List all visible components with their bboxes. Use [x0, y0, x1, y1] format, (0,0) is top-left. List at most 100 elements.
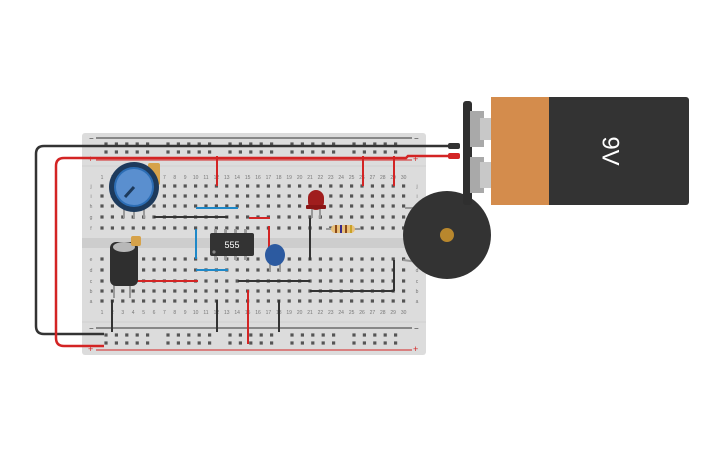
breadboard-hole[interactable]: [131, 226, 135, 230]
breadboard-hole[interactable]: [100, 204, 104, 208]
breadboard-hole[interactable]: [266, 268, 270, 272]
breadboard-hole[interactable]: [246, 257, 250, 261]
breadboard-hole[interactable]: [339, 215, 343, 219]
breadboard-hole[interactable]: [173, 226, 177, 230]
breadboard-hole[interactable]: [339, 204, 343, 208]
breadboard-hole[interactable]: [339, 279, 343, 283]
breadboard-hole[interactable]: [329, 184, 333, 188]
breadboard-hole[interactable]: [360, 299, 364, 303]
breadboard-hole[interactable]: [373, 341, 377, 345]
breadboard-hole[interactable]: [391, 204, 395, 208]
breadboard-hole[interactable]: [362, 333, 366, 337]
breadboard-hole[interactable]: [166, 142, 170, 146]
breadboard-hole[interactable]: [194, 204, 198, 208]
breadboard-hole[interactable]: [298, 268, 302, 272]
breadboard-hole[interactable]: [194, 289, 198, 293]
breadboard-hole[interactable]: [204, 204, 208, 208]
breadboard-hole[interactable]: [259, 150, 263, 154]
breadboard-hole[interactable]: [162, 226, 166, 230]
breadboard-hole[interactable]: [166, 150, 170, 154]
breadboard-hole[interactable]: [298, 299, 302, 303]
breadboard-hole[interactable]: [152, 299, 156, 303]
breadboard-hole[interactable]: [350, 215, 354, 219]
breadboard-hole[interactable]: [383, 341, 387, 345]
breadboard-hole[interactable]: [360, 279, 364, 283]
breadboard-hole[interactable]: [162, 268, 166, 272]
breadboard-hole[interactable]: [318, 184, 322, 188]
breadboard-hole[interactable]: [204, 299, 208, 303]
breadboard-hole[interactable]: [321, 333, 325, 337]
breadboard-hole[interactable]: [298, 184, 302, 188]
breadboard-hole[interactable]: [162, 204, 166, 208]
breadboard-hole[interactable]: [352, 333, 356, 337]
breadboard-hole[interactable]: [381, 204, 385, 208]
breadboard-hole[interactable]: [360, 215, 364, 219]
breadboard-hole[interactable]: [131, 299, 135, 303]
breadboard-hole[interactable]: [402, 257, 406, 261]
breadboard-hole[interactable]: [402, 215, 406, 219]
breadboard-hole[interactable]: [277, 289, 281, 293]
breadboard-hole[interactable]: [183, 204, 187, 208]
breadboard-hole[interactable]: [162, 194, 166, 198]
breadboard-hole[interactable]: [228, 341, 232, 345]
breadboard-hole[interactable]: [270, 150, 274, 154]
breadboard-hole[interactable]: [225, 194, 229, 198]
breadboard-hole[interactable]: [259, 333, 263, 337]
breadboard-hole[interactable]: [318, 268, 322, 272]
breadboard-hole[interactable]: [249, 150, 253, 154]
breadboard-hole[interactable]: [277, 215, 281, 219]
breadboard-hole[interactable]: [238, 142, 242, 146]
breadboard-hole[interactable]: [208, 333, 212, 337]
breadboard-hole[interactable]: [228, 150, 232, 154]
breadboard-hole[interactable]: [318, 257, 322, 261]
breadboard-hole[interactable]: [135, 341, 139, 345]
breadboard-hole[interactable]: [235, 299, 239, 303]
breadboard-hole[interactable]: [266, 299, 270, 303]
breadboard-hole[interactable]: [381, 257, 385, 261]
breadboard-hole[interactable]: [246, 226, 250, 230]
piezo-buzzer[interactable]: [403, 191, 491, 279]
breadboard-hole[interactable]: [332, 150, 336, 154]
breadboard-hole[interactable]: [290, 341, 294, 345]
breadboard-hole[interactable]: [225, 184, 229, 188]
breadboard-hole[interactable]: [183, 299, 187, 303]
breadboard-hole[interactable]: [146, 142, 150, 146]
breadboard-hole[interactable]: [235, 204, 239, 208]
breadboard-hole[interactable]: [339, 268, 343, 272]
breadboard-hole[interactable]: [142, 289, 146, 293]
breadboard-hole[interactable]: [173, 289, 177, 293]
breadboard-hole[interactable]: [197, 341, 201, 345]
battery-9v[interactable]: 9V: [463, 97, 689, 205]
breadboard-hole[interactable]: [110, 215, 114, 219]
breadboard-hole[interactable]: [142, 299, 146, 303]
breadboard-hole[interactable]: [100, 268, 104, 272]
breadboard-hole[interactable]: [277, 194, 281, 198]
breadboard-hole[interactable]: [329, 215, 333, 219]
breadboard-hole[interactable]: [298, 215, 302, 219]
breadboard-hole[interactable]: [370, 279, 374, 283]
breadboard-hole[interactable]: [110, 289, 114, 293]
breadboard-hole[interactable]: [100, 184, 104, 188]
breadboard-hole[interactable]: [287, 226, 291, 230]
breadboard-hole[interactable]: [197, 150, 201, 154]
breadboard-hole[interactable]: [162, 289, 166, 293]
breadboard-hole[interactable]: [110, 204, 114, 208]
breadboard-hole[interactable]: [256, 184, 260, 188]
breadboard-hole[interactable]: [287, 289, 291, 293]
breadboard-hole[interactable]: [114, 333, 118, 337]
breadboard-hole[interactable]: [152, 257, 156, 261]
breadboard-hole[interactable]: [204, 226, 208, 230]
breadboard-hole[interactable]: [114, 341, 118, 345]
breadboard-hole[interactable]: [187, 341, 191, 345]
breadboard-hole[interactable]: [176, 150, 180, 154]
breadboard-hole[interactable]: [381, 299, 385, 303]
breadboard-hole[interactable]: [402, 194, 406, 198]
breadboard-hole[interactable]: [104, 142, 108, 146]
breadboard-hole[interactable]: [256, 299, 260, 303]
breadboard-hole[interactable]: [162, 299, 166, 303]
breadboard-hole[interactable]: [362, 150, 366, 154]
breadboard-hole[interactable]: [125, 142, 129, 146]
breadboard-hole[interactable]: [373, 150, 377, 154]
ic-555[interactable]: 555: [210, 229, 254, 260]
breadboard-hole[interactable]: [266, 204, 270, 208]
